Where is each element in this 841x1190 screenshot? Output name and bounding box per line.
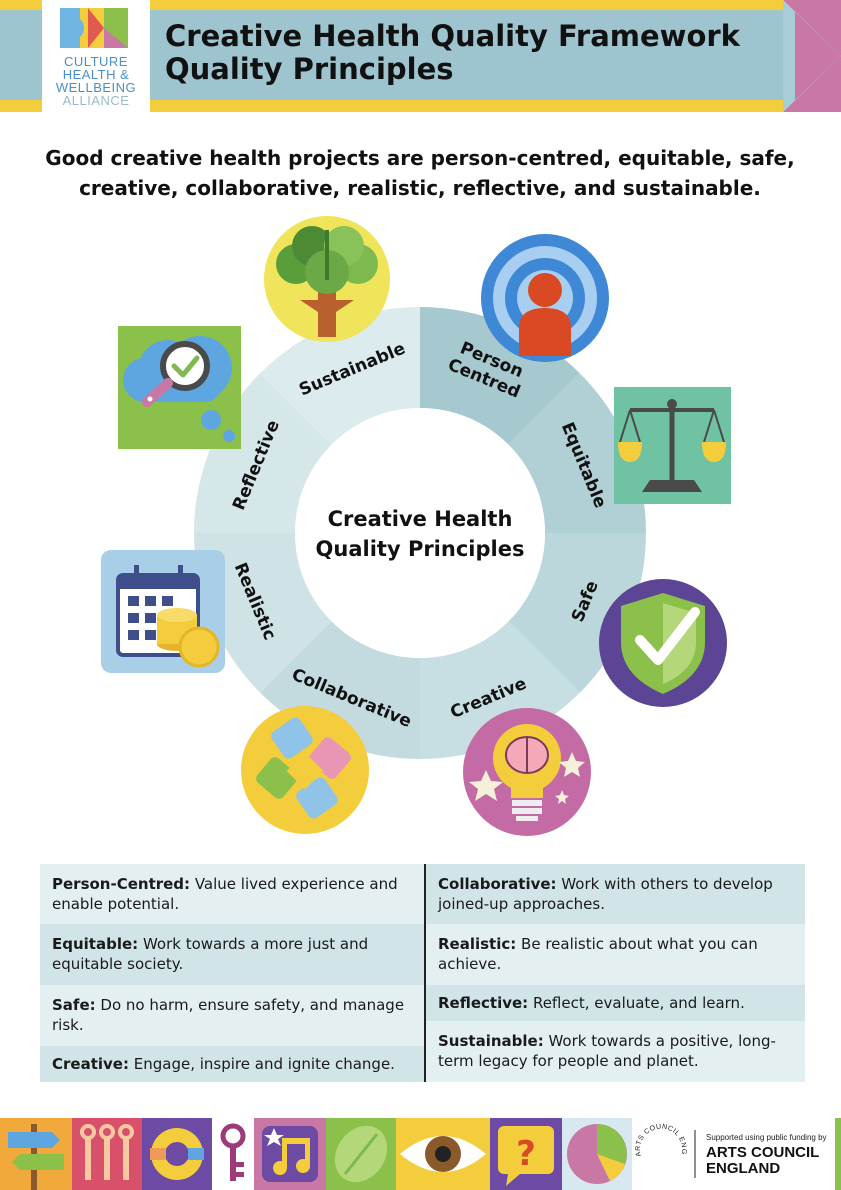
funder-name: ARTS COUNCIL ENGLAND (706, 1145, 836, 1177)
principle-reflective: Reflective: Reflect, evaluate, and learn… (426, 985, 805, 1021)
logo-text-4: ALLIANCE (62, 93, 130, 108)
logo-text-2: HEALTH & (62, 67, 130, 82)
footer-icon-strip: ? ARTS COUNCIL ENGLAND (0, 1118, 841, 1190)
wheel-center (295, 408, 545, 658)
calendar-coins-icon (101, 550, 225, 673)
principle-person-centred: Person-Centred: Value lived experience a… (40, 864, 424, 924)
page-title: Creative Health Quality Framework Qualit… (165, 20, 740, 86)
principle-collaborative: Collaborative: Work with others to devel… (426, 864, 805, 924)
principle-term: Sustainable: (438, 1032, 544, 1050)
svg-text:?: ? (516, 1134, 536, 1174)
signpost-icon (0, 1118, 72, 1190)
principle-term: Person-Centred: (52, 875, 191, 893)
principle-term: Reflective: (438, 994, 529, 1012)
principles-table: Person-Centred: Value lived experience a… (40, 864, 805, 1082)
scales-icon (614, 387, 731, 504)
funder-line-2: ENGLAND (706, 1160, 781, 1177)
title-line-2: Quality Principles (165, 52, 454, 86)
logo-text-1: CULTURE (64, 54, 128, 69)
title-line-1: Creative Health Quality Framework (165, 19, 740, 53)
intro-line-2: creative, collaborative, realistic, refl… (79, 176, 761, 200)
wheel-segment-sustainable (260, 307, 420, 445)
principle-term: Realistic: (438, 935, 517, 953)
principle-desc: Be realistic about what you can achieve. (438, 935, 758, 973)
principle-desc: Do no harm, ensure safety, and manage ri… (52, 996, 405, 1034)
wheel-center-title-2: Quality Principles (316, 537, 525, 561)
principle-desc: Reflect, evaluate, and learn. (532, 994, 745, 1012)
principle-sustainable: Sustainable: Work towards a positive, lo… (426, 1021, 805, 1082)
principle-term: Creative: (52, 1055, 129, 1073)
principle-creative: Creative: Engage, inspire and ignite cha… (40, 1046, 424, 1082)
principle-realistic: Realistic: Be realistic about what you c… (426, 924, 805, 985)
principles-wheel: Creative Health Quality Principles Perso… (101, 216, 731, 836)
shield-check-icon (599, 579, 727, 707)
principle-desc: Work towards a positive, long-term legac… (438, 1032, 776, 1070)
alliance-logo: CULTURE HEALTH & WELLBEING ALLIANCE (42, 0, 150, 112)
intro-statement: Good creative health projects are person… (20, 143, 820, 203)
principle-desc: Value lived experience and enable potent… (52, 875, 398, 913)
header-arrow-shape (783, 0, 841, 112)
music-note-icon (254, 1118, 326, 1190)
table-divider (424, 864, 426, 1082)
principle-desc: Work with others to develop joined-up ap… (438, 875, 773, 913)
principle-term: Equitable: (52, 935, 139, 953)
intro-line-1: Good creative health projects are person… (45, 146, 795, 170)
tree-icon (264, 216, 390, 342)
principle-term: Safe: (52, 996, 96, 1014)
question-mark-icon: ? (490, 1118, 562, 1190)
hands-circle-icon (142, 1118, 212, 1190)
wheel-center-title-1: Creative Health (328, 507, 513, 531)
wheel-segment-realistic (194, 533, 332, 693)
hands-together-icon (241, 706, 369, 834)
principle-desc: Work towards a more just and equitable s… (52, 935, 369, 973)
paintbrushes-icon (72, 1118, 142, 1190)
person-target-icon (481, 234, 609, 362)
pie-chart-icon (562, 1118, 632, 1190)
principle-equitable: Equitable: Work towards a more just and … (40, 924, 424, 985)
lightbulb-brain-icon (463, 708, 591, 836)
key-icon (212, 1118, 254, 1190)
principle-desc: Engage, inspire and ignite change. (133, 1055, 395, 1073)
alliance-logo-mark (60, 8, 128, 48)
eye-icon (396, 1118, 490, 1190)
wheel-segment-equitable (508, 373, 646, 533)
funding-support-text: Supported using public funding by (706, 1133, 827, 1142)
principle-safe: Safe: Do no harm, ensure safety, and man… (40, 985, 424, 1046)
magnifier-thought-icon (118, 326, 241, 449)
logo-text-3: WELLBEING (55, 80, 137, 95)
principle-term: Collaborative: (438, 875, 557, 893)
funder-line-1: ARTS COUNCIL (706, 1144, 820, 1161)
leaf-icon (326, 1118, 396, 1190)
